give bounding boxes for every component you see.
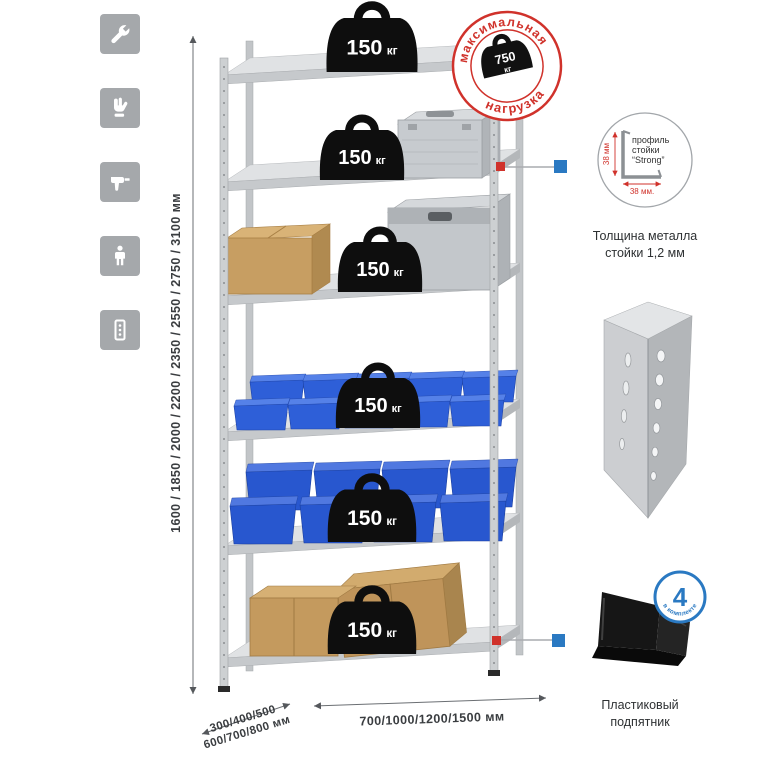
callout-red-marker-top [496,162,505,171]
profile-text-line1: профиль [632,135,670,145]
foot-caption-line2: подпятник [610,715,670,729]
person-icon [100,236,140,276]
dimension-lines [189,36,547,736]
included-count-badge: 4 в комплекте [653,570,707,624]
cardboard-box-shelf3 [222,223,332,295]
wrench-icon [100,14,140,54]
height-dimension-label: 1600 / 1850 / 2000 / 2200 / 2350 / 2550 … [169,193,183,533]
profile-caption-line1: Толщина металла [592,229,698,243]
badge-number: 4 [673,582,688,612]
profile-caption-line2: стойки 1,2 мм [605,246,685,260]
foot-caption: Пластиковый подпятник [565,697,715,731]
callout-blue-marker-bottom [552,634,565,647]
rack-front-right-post [489,41,499,673]
foot-caption-line1: Пластиковый [601,698,679,712]
rack-foot-right [488,670,500,676]
glove-icon [100,88,140,128]
feature-icon-column [100,14,140,350]
width-dimension-line [313,694,547,710]
stamp-value: 750 [493,49,517,67]
callout-red-marker-bottom [492,636,501,645]
profile-text-line3: “Strong” [632,155,665,165]
profile-dim-horizontal: 38 мм. [630,187,654,196]
callout-markers [492,160,567,647]
profile-dim-vertical: 38 мм [602,143,611,165]
stamp-unit: кг [503,64,513,75]
profile-caption: Толщина металла стойки 1,2 мм [570,228,720,262]
rack-back-left-post [245,40,254,672]
perforated-profile-icon [100,310,140,350]
post-profile-detail: 38 мм 38 мм. профиль стойки “Strong” [597,112,693,208]
corner-post-illustration [603,301,693,519]
callout-blue-marker-top [554,160,567,173]
drill-icon [100,162,140,202]
aluminum-case [396,107,502,179]
rack-foot-left [218,686,230,692]
rack-front-left-post [219,57,229,689]
profile-text-line2: стойки [632,145,660,155]
plastic-foot-illustration [592,592,690,666]
depth-dimension-line [201,702,291,736]
